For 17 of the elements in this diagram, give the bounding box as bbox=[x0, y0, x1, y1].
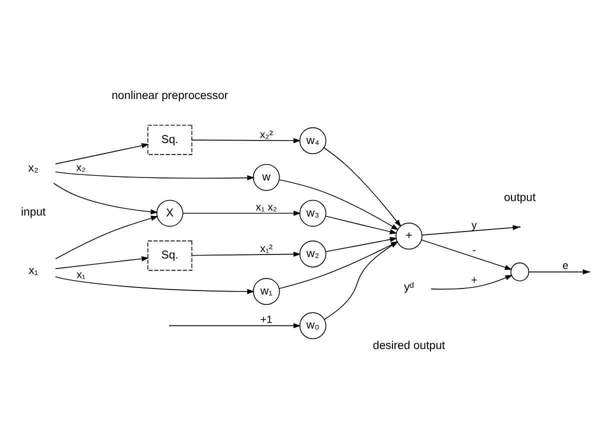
edge-label: + bbox=[471, 274, 478, 287]
edge-label: x₂² bbox=[260, 128, 273, 141]
node-text: x₁ bbox=[28, 265, 38, 278]
edge-label: e bbox=[562, 260, 568, 272]
label: desired output bbox=[372, 340, 446, 352]
edge-label: x₂ bbox=[76, 162, 86, 174]
edge-label: - bbox=[472, 244, 476, 257]
edge-label: +1 bbox=[260, 314, 272, 326]
edge-label: x₁ bbox=[76, 268, 86, 281]
label: output bbox=[504, 192, 536, 204]
edge-label: x₁² bbox=[260, 242, 273, 255]
label: nonlinear preprocessor bbox=[112, 90, 228, 102]
node-text: x₂ bbox=[28, 162, 38, 174]
node-text: yᵈ bbox=[404, 281, 414, 294]
edge-label: x₁ x₂ bbox=[256, 201, 277, 214]
label: input bbox=[21, 206, 46, 218]
edge-label: y bbox=[472, 219, 477, 232]
